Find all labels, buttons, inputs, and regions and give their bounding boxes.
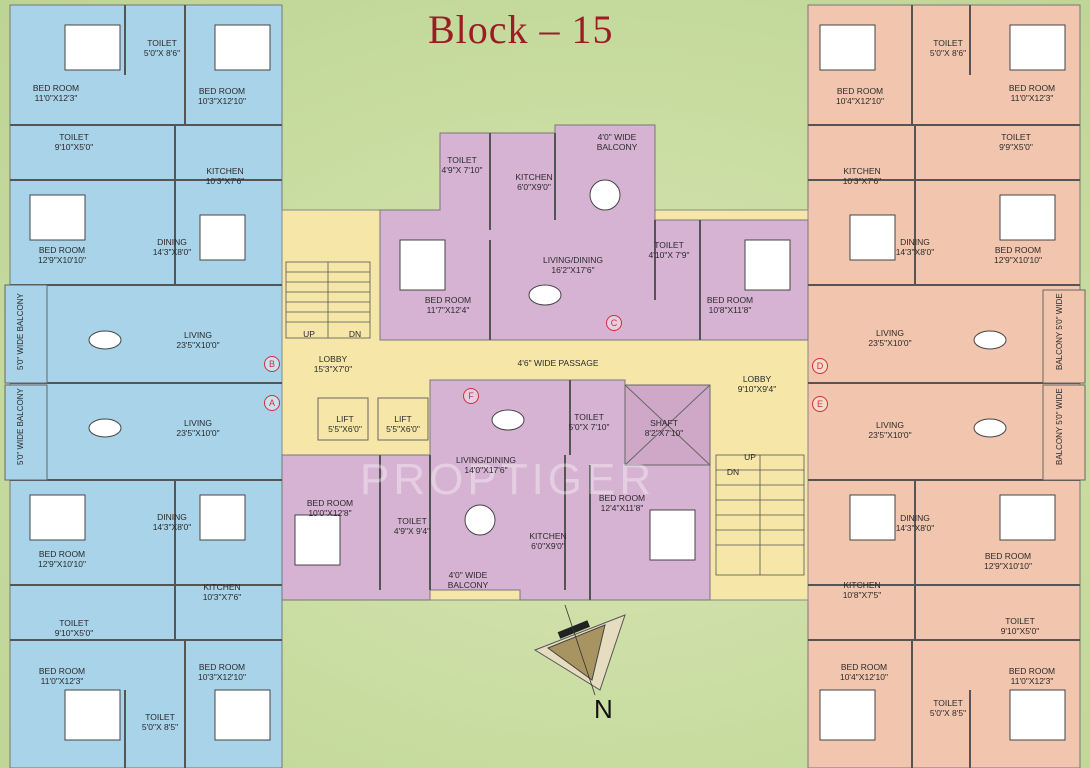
unit-marker-a: A bbox=[264, 395, 280, 411]
balcony-label: BALCONY 5'0" WIDE bbox=[1055, 293, 1064, 370]
east-balcony-bottom bbox=[1042, 384, 1086, 481]
unit-marker-c: C bbox=[606, 315, 622, 331]
stair-label: DN bbox=[348, 329, 362, 339]
stair-label: UP bbox=[744, 452, 756, 462]
unit-marker-d: D bbox=[812, 358, 828, 374]
west-balcony-top bbox=[4, 284, 48, 384]
west-wing bbox=[9, 4, 283, 768]
page-title: Block – 15 bbox=[428, 7, 614, 52]
west-balcony-bottom bbox=[4, 384, 48, 481]
unit-marker-b: B bbox=[264, 356, 280, 372]
north-label: N bbox=[594, 694, 613, 724]
watermark: PROPTIGER bbox=[360, 455, 656, 504]
balcony-label: 5'0" WIDE BALCONY bbox=[16, 388, 25, 465]
lift-2 bbox=[377, 397, 429, 441]
furniture bbox=[29, 24, 1066, 741]
east-wing bbox=[807, 4, 1081, 768]
unit-marker-e: E bbox=[812, 396, 828, 412]
staircase-right bbox=[715, 454, 805, 576]
center-walls bbox=[379, 133, 701, 600]
east-walls bbox=[808, 5, 1080, 768]
stair-label: DN bbox=[726, 467, 740, 477]
east-balcony-top bbox=[1042, 289, 1086, 384]
balcony-label: BALCONY 5'0" WIDE bbox=[1055, 388, 1064, 465]
stair-label: UP bbox=[303, 329, 315, 339]
lift-1 bbox=[317, 397, 369, 441]
west-walls bbox=[10, 5, 282, 768]
north-arrow bbox=[533, 604, 626, 696]
unit-marker-f: F bbox=[463, 388, 479, 404]
staircase-left bbox=[285, 261, 371, 339]
balcony-label: 5'0" WIDE BALCONY bbox=[16, 293, 25, 370]
room-label: 4'6" WIDE PASSAGE bbox=[517, 358, 599, 368]
